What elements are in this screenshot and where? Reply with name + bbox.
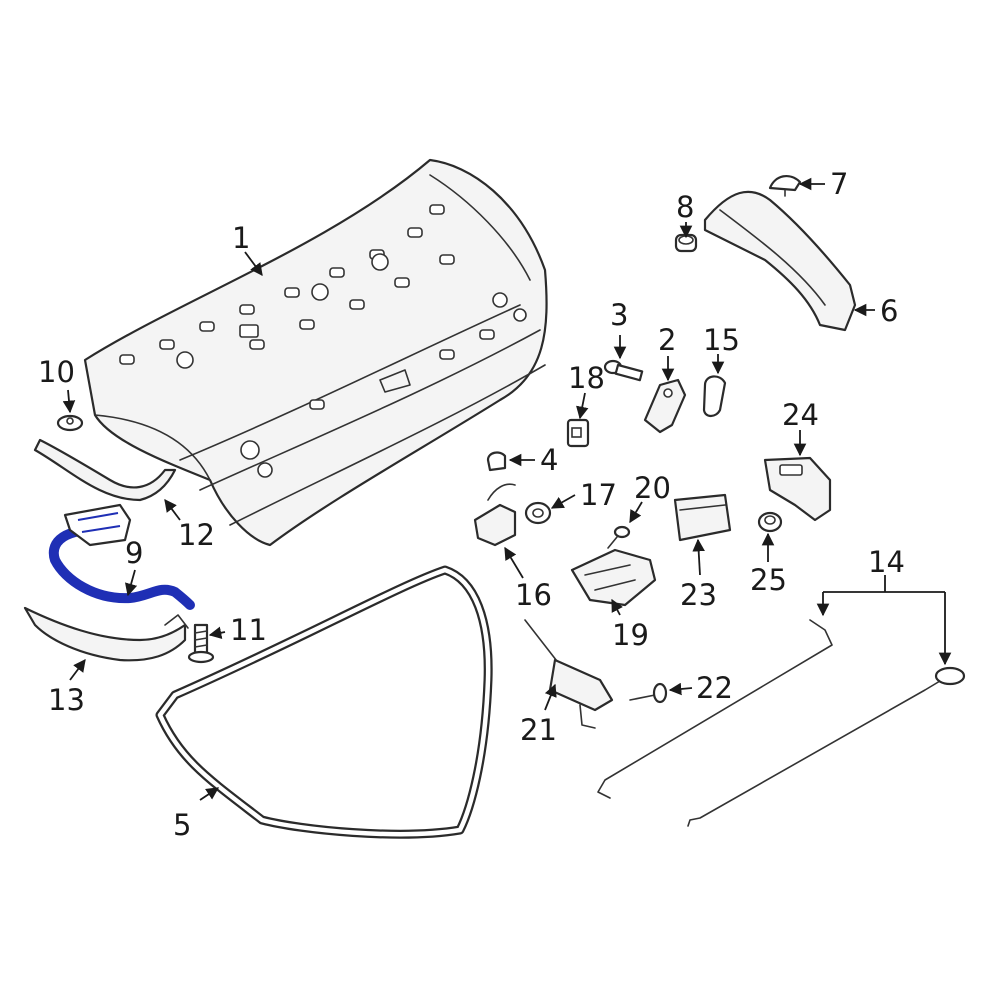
torsion-rods [597, 619, 966, 827]
callout-19: 19 [612, 618, 649, 652]
callout-9: 9 [125, 536, 143, 570]
callout-23: 23 [680, 578, 717, 612]
clip-18 [566, 418, 590, 448]
callout-1: 1 [232, 221, 250, 255]
callout-10: 10 [38, 355, 75, 389]
nut-part [56, 414, 84, 432]
callout-14: 14 [868, 545, 905, 579]
callout-17: 17 [580, 478, 617, 512]
callout-16: 16 [515, 578, 552, 612]
grommet-17 [524, 501, 552, 525]
callout-18: 18 [568, 361, 605, 395]
trunk-lid [83, 158, 548, 547]
callout-2: 2 [658, 323, 676, 357]
bumper-15 [702, 375, 727, 418]
screw-20 [607, 525, 631, 549]
mount-bracket [763, 456, 832, 522]
trunk-weatherstrip [155, 565, 493, 839]
trunk-lid-holes [119, 204, 527, 478]
grommet-25 [757, 511, 783, 533]
lock-actuator [473, 483, 517, 547]
callout-24: 24 [782, 398, 819, 432]
trunk-lid-handle [48, 503, 195, 610]
bolt-part [187, 623, 215, 664]
callout-25: 25 [750, 563, 787, 597]
bumper-stop-4 [486, 451, 507, 472]
hinge-bracket [643, 378, 687, 434]
callout-21: 21 [520, 713, 557, 747]
trunk-latch [570, 548, 657, 607]
gas-strut [524, 619, 614, 729]
pin-22 [629, 682, 668, 704]
garnish-upper [33, 438, 177, 502]
callout-6: 6 [880, 294, 898, 328]
callout-labels: 1 2 3 4 5 6 7 8 9 10 11 12 13 14 15 16 1… [38, 167, 905, 842]
callout-20: 20 [634, 471, 671, 505]
trim-bracket [703, 190, 857, 332]
callout-15: 15 [703, 323, 740, 357]
callout-7: 7 [830, 167, 848, 201]
callout-8: 8 [676, 190, 694, 224]
grommet-8 [674, 233, 698, 253]
bolt-3 [603, 359, 644, 382]
leader-lines [62, 177, 952, 801]
callout-12: 12 [178, 518, 215, 552]
callout-13: 13 [48, 683, 85, 717]
callout-3: 3 [610, 298, 628, 332]
callout-22: 22 [696, 671, 733, 705]
push-clip-7 [768, 174, 802, 197]
callout-4: 4 [540, 443, 558, 477]
callout-5: 5 [173, 808, 191, 842]
control-module [673, 493, 732, 542]
garnish-lower [23, 606, 189, 662]
callout-11: 11 [230, 613, 267, 647]
